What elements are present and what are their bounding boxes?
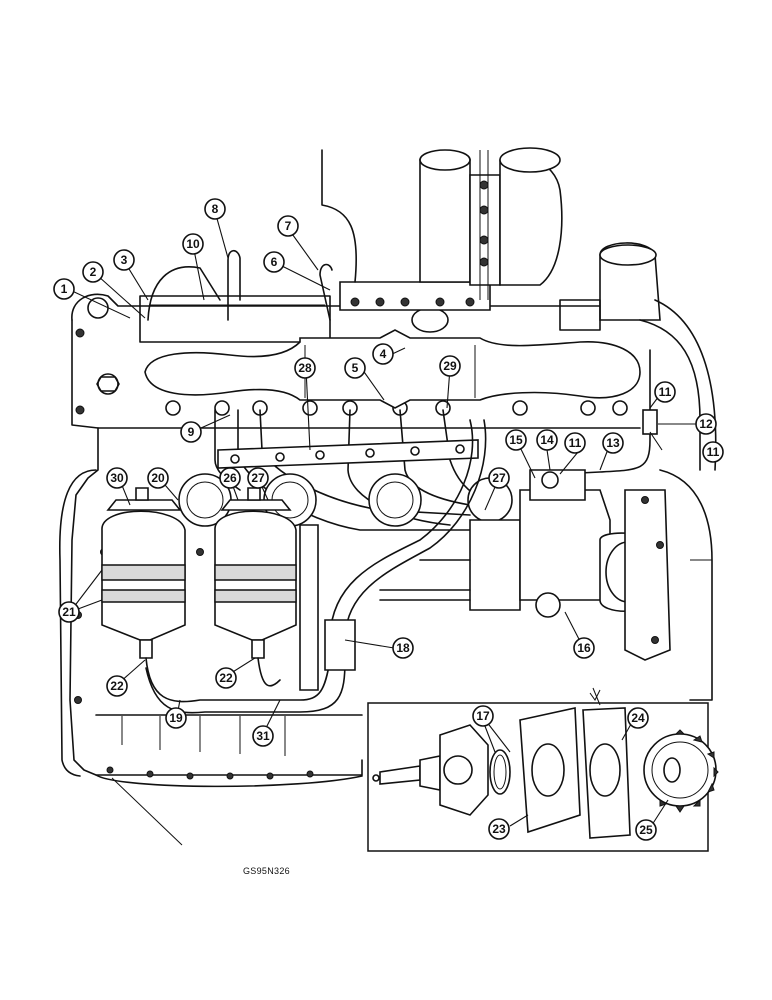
timing-cover <box>659 469 713 701</box>
callout-3: 3 <box>113 249 135 271</box>
svg-text:7: 7 <box>285 219 292 233</box>
callout-12: 12 <box>695 413 717 435</box>
callout-26: 26 <box>219 467 241 489</box>
callout-18: 18 <box>392 637 414 659</box>
callout-20: 20 <box>147 467 169 489</box>
injection-pump <box>379 469 671 661</box>
svg-text:25: 25 <box>639 823 653 837</box>
svg-text:27: 27 <box>492 471 506 485</box>
callout-16: 16 <box>573 637 595 659</box>
svg-text:5: 5 <box>352 361 359 375</box>
callout-22a: 22 <box>106 675 128 697</box>
callout-13: 13 <box>602 432 624 454</box>
callout-28: 28 <box>294 357 316 379</box>
callout-14: 14 <box>536 429 558 451</box>
drawing-code-label: GS95N326 <box>243 866 290 876</box>
svg-text:22: 22 <box>110 679 124 693</box>
svg-text:20: 20 <box>151 471 165 485</box>
fuel-filter-left <box>101 487 186 659</box>
svg-text:31: 31 <box>256 729 270 743</box>
svg-text:11: 11 <box>659 385 672 399</box>
turbocharger <box>321 147 717 471</box>
callout-27a: 27 <box>247 467 269 489</box>
svg-text:11: 11 <box>707 445 720 459</box>
callout-19: 19 <box>165 707 187 729</box>
svg-text:6: 6 <box>271 255 278 269</box>
svg-text:1: 1 <box>61 282 68 296</box>
callout-24: 24 <box>627 707 649 729</box>
leader-lines <box>69 214 696 829</box>
svg-text:10: 10 <box>186 237 200 251</box>
callout-21: 21 <box>58 601 80 623</box>
svg-text:30: 30 <box>110 471 124 485</box>
svg-text:24: 24 <box>631 711 645 725</box>
svg-text:15: 15 <box>509 433 523 447</box>
callout-10: 10 <box>182 233 204 255</box>
svg-text:22: 22 <box>219 671 233 685</box>
svg-text:4: 4 <box>380 347 387 361</box>
injection-lines <box>147 249 658 531</box>
callout-11a: 11 <box>654 381 676 403</box>
callout-2: 2 <box>82 261 104 283</box>
svg-text:17: 17 <box>476 709 490 723</box>
callout-25: 25 <box>635 819 657 841</box>
svg-text:27: 27 <box>251 471 265 485</box>
callout-29: 29 <box>439 355 461 377</box>
exhaust-manifold <box>144 281 641 409</box>
svg-text:16: 16 <box>577 641 591 655</box>
svg-text:29: 29 <box>443 359 457 373</box>
svg-text:12: 12 <box>699 417 713 431</box>
svg-text:19: 19 <box>169 711 183 725</box>
svg-text:14: 14 <box>540 433 554 447</box>
callout-11b: 11 <box>702 441 724 463</box>
callout-8: 8 <box>204 198 226 220</box>
svg-text:13: 13 <box>606 436 620 450</box>
callout-27b: 27 <box>488 467 510 489</box>
svg-text:8: 8 <box>212 202 219 216</box>
svg-text:11: 11 <box>569 436 582 450</box>
callout-30: 30 <box>106 467 128 489</box>
svg-text:3: 3 <box>121 253 128 267</box>
callout-4: 4 <box>372 343 394 365</box>
callout-17: 17 <box>472 705 494 727</box>
callout-22b: 22 <box>215 667 237 689</box>
callout-6: 6 <box>263 251 285 273</box>
callout-31: 31 <box>252 725 274 747</box>
svg-text:2: 2 <box>90 265 97 279</box>
fuel-filter-right <box>214 487 297 659</box>
callout-15: 15 <box>505 429 527 451</box>
callout-11c: 11 <box>564 432 586 454</box>
svg-text:23: 23 <box>492 822 506 836</box>
callout-9: 9 <box>180 421 202 443</box>
callout-1: 1 <box>53 278 75 300</box>
callout-5: 5 <box>344 357 366 379</box>
svg-text:9: 9 <box>188 425 195 439</box>
svg-text:26: 26 <box>223 471 237 485</box>
detail-inset <box>367 687 719 852</box>
callout-23: 23 <box>488 818 510 840</box>
svg-text:18: 18 <box>396 641 410 655</box>
callout-7: 7 <box>277 215 299 237</box>
fuel-hoses <box>145 419 487 714</box>
svg-text:21: 21 <box>62 605 76 619</box>
svg-text:28: 28 <box>298 361 312 375</box>
gear-teeth <box>659 729 719 813</box>
